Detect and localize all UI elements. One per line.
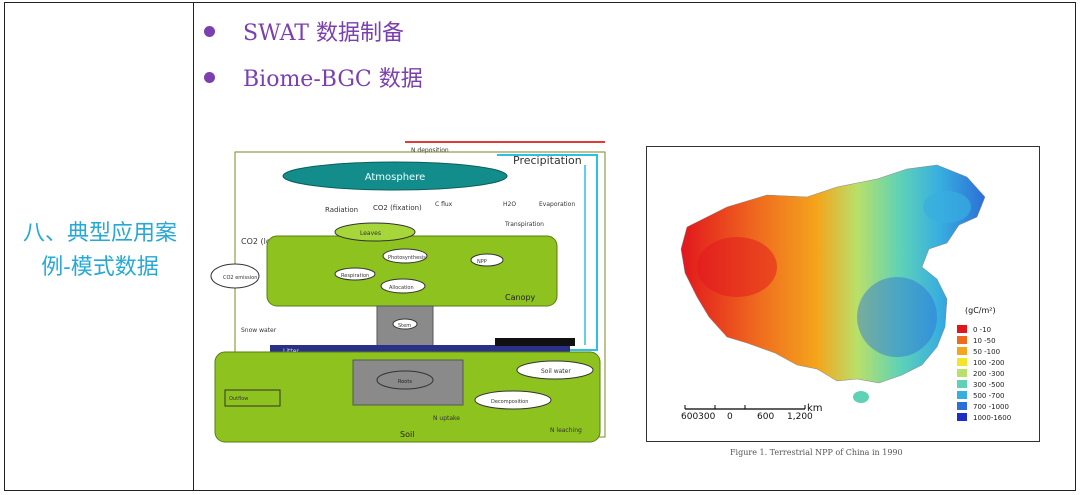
scale-unit: km <box>807 403 823 414</box>
co2-emission-label: CO2 emission <box>223 275 257 281</box>
legend-swatch <box>957 402 967 410</box>
bullet-item-swat: SWAT 数据制备 <box>200 8 423 54</box>
bullet-dot-icon <box>204 72 215 83</box>
biome-bgc-diagram: N deposition Precipitation Atmosphere Ra… <box>205 140 615 445</box>
legend-swatch <box>957 347 967 355</box>
snow-water-label: Snow water <box>241 327 277 334</box>
soil-label: Soil <box>400 430 414 439</box>
photosynthesis-label: Photosynthesis <box>388 255 426 261</box>
legend-label: 50 -100 <box>973 348 1000 356</box>
stem-label: Stem <box>398 323 411 329</box>
legend-swatch <box>957 391 967 399</box>
legend-label: 300 -500 <box>973 381 1004 389</box>
canopy-label: Canopy <box>505 293 536 302</box>
legend-label: 500 -700 <box>973 392 1004 400</box>
scale-label-2: 0 <box>727 412 733 422</box>
npp-label: NPP <box>477 259 487 265</box>
scale-label-3: 600 <box>757 412 774 422</box>
outflow-label: Outflow <box>229 396 248 402</box>
legend-swatch <box>957 325 967 333</box>
legend-label: 700 -1000 <box>973 403 1009 411</box>
decomposition-label: Decomposition <box>491 399 528 405</box>
figure-caption: Figure 1. Terrestrial NPP of China in 19… <box>730 448 903 457</box>
legend-swatch <box>957 380 967 388</box>
legend-swatch <box>957 369 967 377</box>
transpiration-label: Transpiration <box>504 221 544 228</box>
legend-swatch <box>957 336 967 344</box>
n-deposition-label: N deposition <box>411 147 449 154</box>
legend-title: (gC/m²) <box>965 306 996 315</box>
respiration-label: Respiration <box>341 273 369 279</box>
scale-label-1: 600300 <box>681 412 716 422</box>
bullet-list: SWAT 数据制备 Biome-BGC 数据 <box>200 8 423 100</box>
allocation-label: Allocation <box>389 285 414 291</box>
legend-label: 200 -300 <box>973 370 1004 378</box>
legend-swatch <box>957 413 967 421</box>
section-title: 八、典型应用案例-模式数据 <box>15 217 185 285</box>
radiation-label: Radiation <box>325 206 358 214</box>
roots-label: Roots <box>398 379 412 385</box>
left-column: 八、典型应用案例-模式数据 <box>5 3 194 490</box>
leaves-label: Leaves <box>360 230 381 237</box>
legend-label: 100 -200 <box>973 359 1004 367</box>
legend-swatch <box>957 358 967 366</box>
soil-water-label: Soil water <box>541 368 571 375</box>
bullet-item-biome-bgc: Biome-BGC 数据 <box>200 54 423 100</box>
h2o-label: H2O <box>503 201 516 208</box>
evaporation-label: Evaporation <box>539 201 575 208</box>
bullet-dot-icon <box>204 26 215 37</box>
bullet-text: SWAT 数据制备 <box>243 15 404 47</box>
n-uptake-label: N uptake <box>433 415 460 422</box>
n-leaching-label: N leaching <box>550 427 582 434</box>
map-legend: 0 -10 10 -50 50 -100 100 -200 200 -300 300 -5… <box>957 325 1011 422</box>
legend-label: 1000-1600 <box>973 414 1011 422</box>
c-flux-label: C flux <box>435 201 453 208</box>
atmosphere-label: Atmosphere <box>365 172 426 183</box>
legend-label: 10 -50 <box>973 337 996 345</box>
bullet-text: Biome-BGC 数据 <box>243 61 423 93</box>
legend-label: 0 -10 <box>973 326 991 334</box>
co2-fixation-label: CO2 (fixation) <box>373 204 422 212</box>
